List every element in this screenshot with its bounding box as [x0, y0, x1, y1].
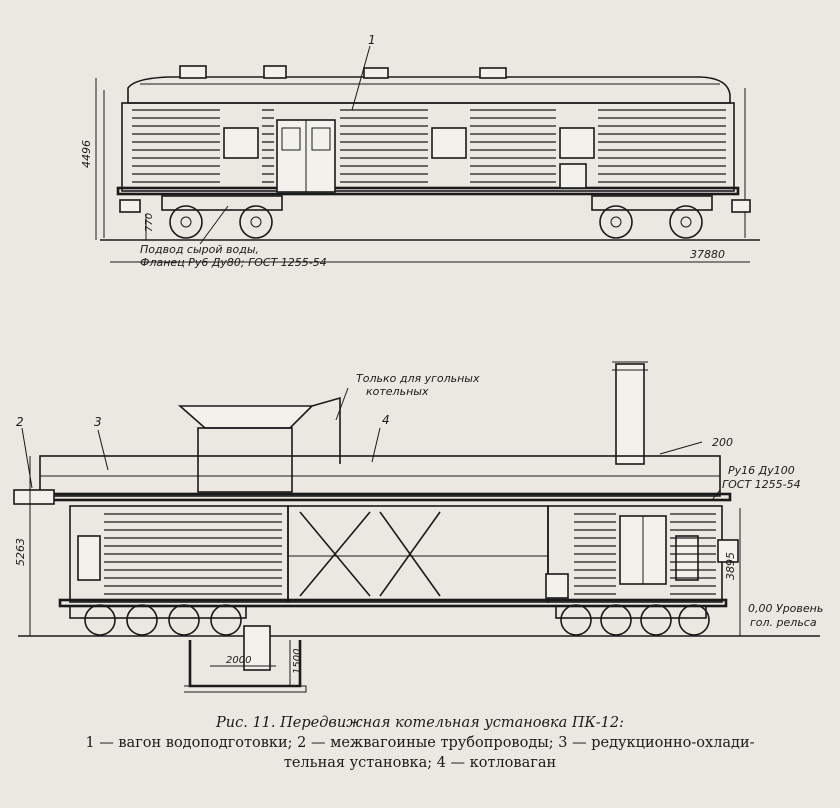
raw-water-note-line2: Фланец Ру6 Ду80; ГОСТ 1255-54	[140, 256, 327, 269]
slat-lines-bottom	[104, 513, 716, 595]
rail-level-line2: гол. рельса	[750, 616, 817, 629]
figure-caption: Рис. 11. Передвижная котельная установка…	[0, 713, 840, 773]
height-dim-right-label: 3895	[724, 552, 737, 580]
boiler-wagon-drawing	[13, 361, 820, 693]
flange-note-line2: ГОСТ 1255-54	[722, 478, 801, 491]
callout-2-label: 2	[16, 415, 24, 429]
pit-depth-label: 1500	[292, 649, 303, 674]
pit-width-label: 2000	[226, 655, 251, 666]
callout-1-label: 1	[368, 33, 376, 47]
caption-line-2: тельная установка; 4 — котловаган	[283, 755, 557, 771]
flange-note-line1: Ру16 Ду100	[728, 464, 795, 477]
rail-level-line1: 0,00 Уровень	[748, 602, 823, 615]
dim-200-label: 200	[712, 436, 733, 449]
length-dim-label: 37880	[690, 248, 725, 261]
height-dim-top-label: 4496	[80, 140, 93, 168]
callout-4-label: 4	[382, 413, 390, 427]
caption-line-1: 1 — вагон водоподготовки; 2 — межвагоины…	[85, 735, 755, 751]
slat-lines-top	[132, 109, 726, 183]
small-dim-label: 770	[144, 213, 155, 232]
height-dim-bottom-label: 5263	[14, 538, 27, 566]
raw-water-note-line1: Подвод сырой воды,	[140, 243, 259, 256]
callout-3-label: 3	[94, 415, 102, 429]
coal-note-line2: котельных	[366, 385, 429, 398]
caption-title: Рис. 11. Передвижная котельная установка…	[216, 715, 624, 731]
coal-note-line1: Только для угольных	[356, 372, 480, 385]
water-treatment-wagon-drawing	[95, 45, 760, 263]
